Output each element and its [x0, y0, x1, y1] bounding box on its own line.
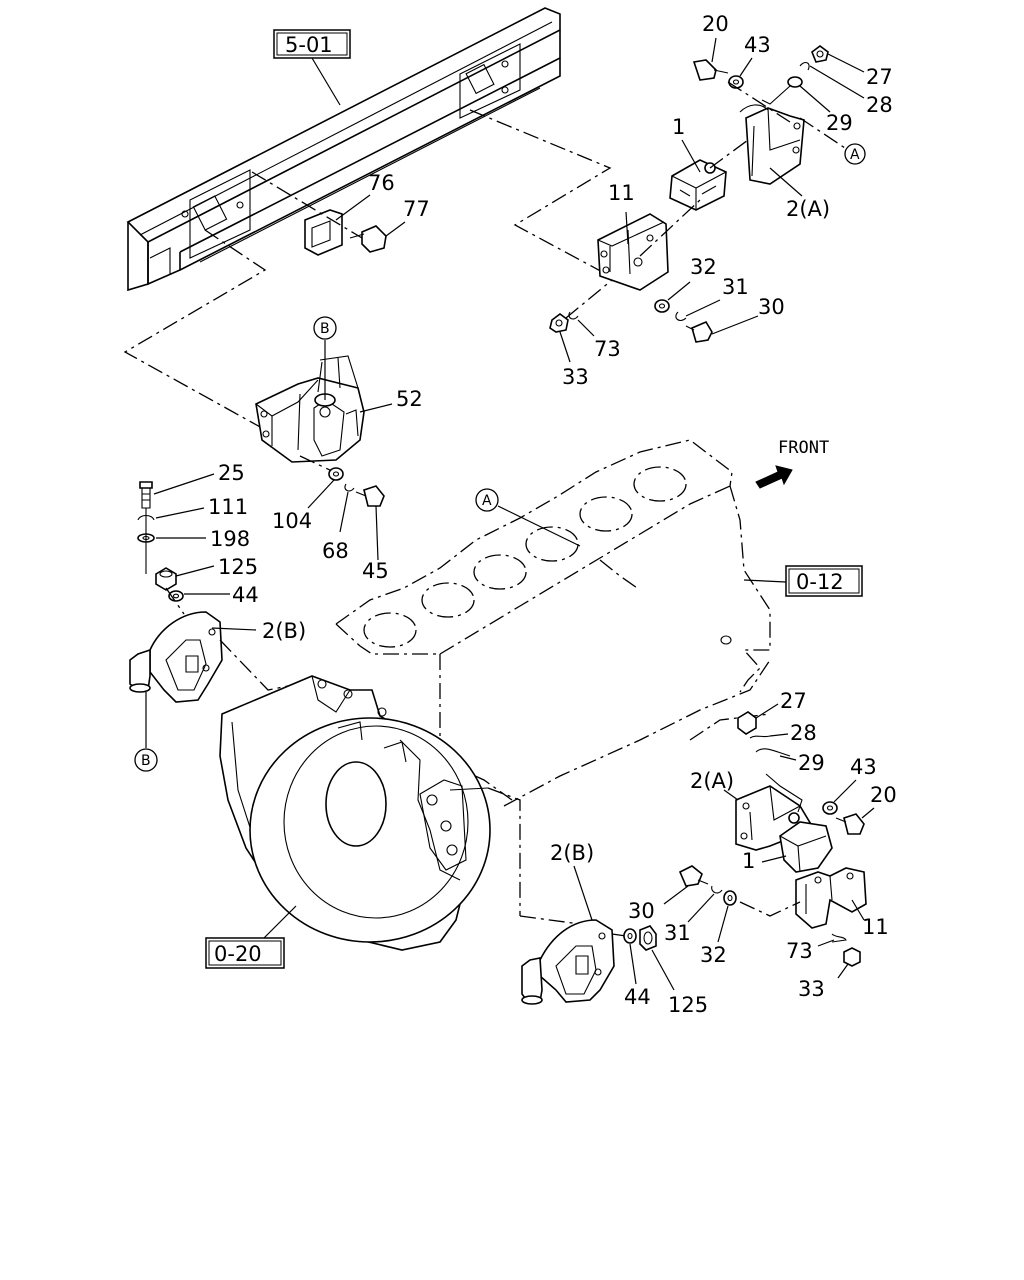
br-part-43-label: 43 — [850, 755, 877, 779]
tr-part-27-label: 27 — [866, 65, 893, 89]
left-part-52-label: 52 — [396, 387, 423, 411]
tr-part-73-label: 73 — [594, 337, 621, 361]
tr-part-2a-label: 2(A) — [786, 197, 830, 221]
br-part-2a-label: 2(A) — [690, 769, 734, 793]
tr-part-43-label: 43 — [744, 33, 771, 57]
br-part-20-label: 20 — [870, 783, 897, 807]
tr-part-28-label: 28 — [866, 93, 893, 117]
leader-frame-to-mount-left — [123, 229, 267, 429]
tr-part-30-label: 30 — [758, 295, 785, 319]
bc-part-2b-label: 2(B) — [550, 841, 594, 865]
left-part-2b-label: 2(B) — [262, 619, 306, 643]
front-direction-indicator: FRONT — [755, 438, 829, 489]
frame-bracket: 76 77 — [304, 171, 430, 256]
br-part-31-label: 31 — [664, 921, 691, 945]
left-part-104-label: 104 — [272, 509, 312, 533]
left-part-45-label: 45 — [362, 559, 389, 583]
engine-block: A — [335, 439, 787, 807]
ref-engine-box: 0-12 — [785, 565, 863, 597]
tr-marker-a: A — [850, 147, 860, 163]
tr-part-32-label: 32 — [690, 255, 717, 279]
left-marker-b-top: B — [320, 321, 330, 337]
bc-part-125-label: 125 — [668, 993, 708, 1017]
flywheel-housing — [219, 675, 521, 951]
left-part-25-label: 25 — [218, 461, 245, 485]
br-part-28-label: 28 — [790, 721, 817, 745]
part-77-label: 77 — [403, 197, 430, 221]
left-part-68-label: 68 — [322, 539, 349, 563]
br-part-73-label: 73 — [786, 939, 813, 963]
bottom-right-mount-group: 27 28 29 2(A) 43 20 1 — [628, 689, 897, 1001]
bc-part-44-label: 44 — [624, 985, 651, 1009]
front-label: FRONT — [778, 438, 829, 458]
ref-engine-label: 0-12 — [796, 570, 844, 594]
leader-frame-bracket — [251, 171, 363, 239]
br-part-30-label: 30 — [628, 899, 655, 923]
br-part-27-label: 27 — [780, 689, 807, 713]
left-part-125-label: 125 — [218, 555, 258, 579]
br-part-11-label: 11 — [862, 915, 889, 939]
left-part-198-label: 198 — [210, 527, 250, 551]
left-part-111-label: 111 — [208, 495, 248, 519]
left-bracket-stack: 25 111 198 125 44 2(B) B — [129, 461, 319, 772]
tr-part-11-label: 11 — [608, 181, 635, 205]
tr-part-33-label: 33 — [562, 365, 589, 389]
ref-frame-box: 5-01 — [273, 29, 351, 106]
part-76-label: 76 — [368, 171, 395, 195]
br-part-32-label: 32 — [700, 943, 727, 967]
tr-part-31-label: 31 — [722, 275, 749, 299]
ref-frame-label: 5-01 — [285, 33, 333, 57]
ref-flywheel-box: 0-20 — [205, 937, 285, 969]
top-right-mount-group: 20 43 27 28 29 2(A) A — [549, 12, 893, 389]
left-mount-group: B 52 104 68 45 — [255, 316, 423, 583]
engine-marker-a: A — [482, 493, 492, 509]
ref-flywheel-label: 0-20 — [214, 942, 262, 966]
br-part-33-label: 33 — [798, 977, 825, 1001]
tr-part-1-label: 1 — [672, 115, 685, 139]
tr-part-20-label: 20 — [702, 12, 729, 36]
front-arrow-icon — [755, 465, 793, 489]
br-part-1-label: 1 — [742, 849, 755, 873]
left-part-44-label: 44 — [232, 583, 259, 607]
bottom-center-bracket: 2(B) 44 125 — [519, 841, 708, 1017]
left-marker-b-bottom: B — [141, 753, 151, 769]
br-part-29-label: 29 — [798, 751, 825, 775]
tr-part-29-label: 29 — [826, 111, 853, 135]
leader-frame-to-mount-right — [469, 109, 612, 276]
